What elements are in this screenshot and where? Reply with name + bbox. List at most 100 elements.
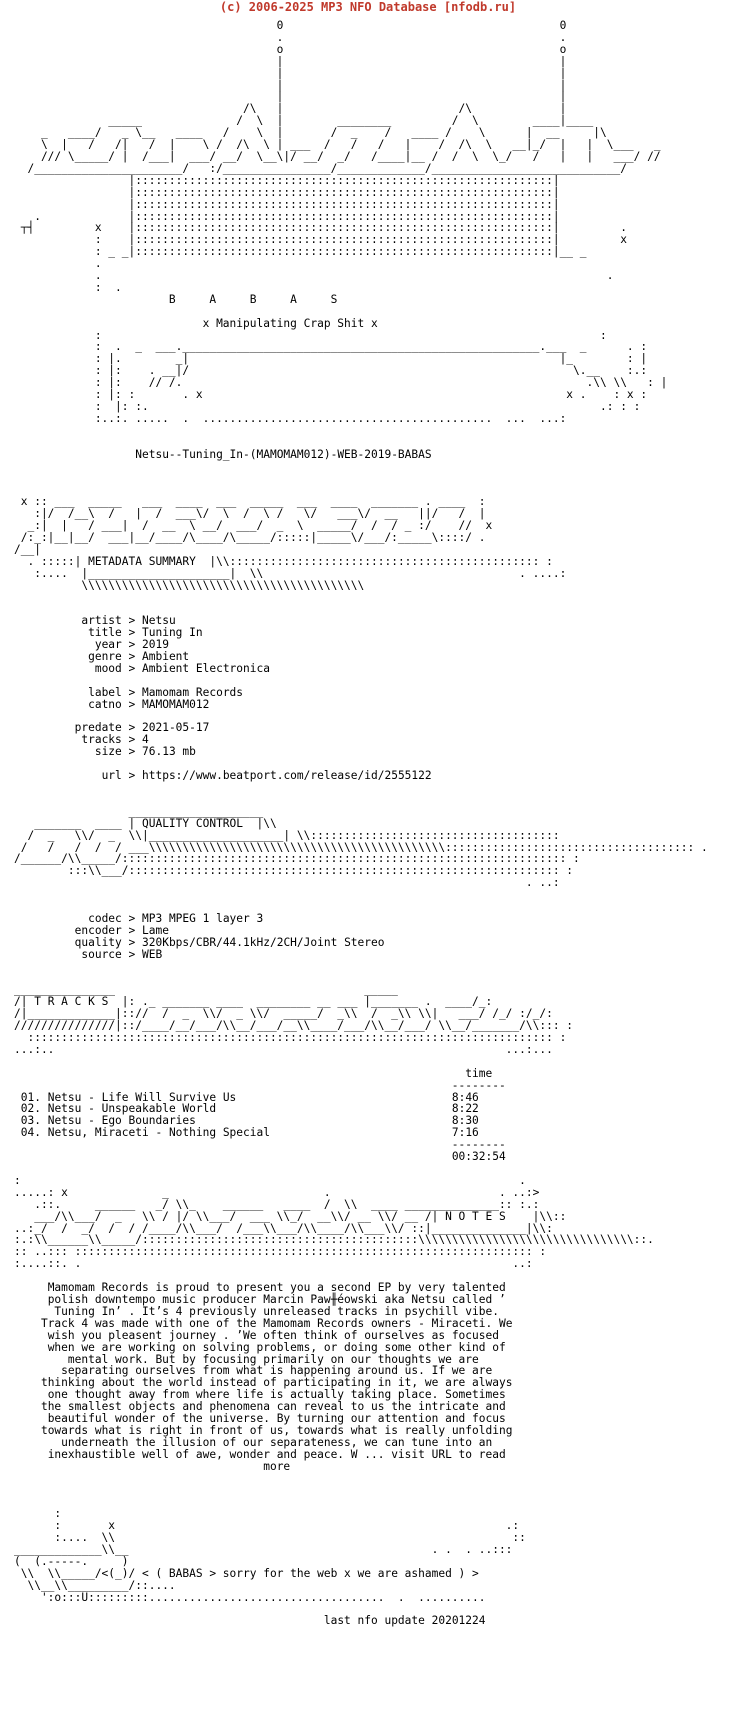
tagline-line: x Manipulating Crap Shit x <box>14 316 708 330</box>
notes-line-text: thinking about the world instead of part… <box>40 1376 513 1390</box>
notes-line: underneath the illusion of our separaten… <box>14 1435 708 1449</box>
notes-line: inexhaustible well of awe, wonder and pe… <box>14 1447 708 1461</box>
track-number: 03. <box>14 1114 41 1128</box>
metadata-value: Ambient <box>142 650 190 664</box>
quality-value: Lame <box>142 923 169 937</box>
notes-line: mental work. But by focusing primarily o… <box>14 1352 708 1366</box>
ascii-banner-art: : : : . _ ___.__________________________… <box>94 328 668 425</box>
metadata-row: title > Tuning In <box>54 626 203 640</box>
release-name: Netsu--Tuning_In-(MAMOMAM012)-WEB-2019-B… <box>135 447 432 461</box>
quality-key: source <box>54 947 122 961</box>
quality-title: QUALITY CONTROL <box>141 816 244 830</box>
metadata-key: size <box>54 745 122 759</box>
quality-row: encoder > Lame <box>54 923 169 937</box>
track-row: 02. Netsu - Unspeakable World 8:22 <box>14 1103 708 1115</box>
tracks-title: T R A C K S <box>34 995 109 1009</box>
metadata-row: url > https://www.beatport.com/release/i… <box>54 769 432 783</box>
track-row: 01. Netsu - Life Will Survive Us 8:46 <box>14 1090 708 1104</box>
notes-line: the smallest objects and phenomena can r… <box>14 1401 708 1413</box>
notes-line: one thought away from where life is actu… <box>14 1389 708 1401</box>
track-name: Netsu - Life Will Survive Us <box>47 1090 237 1104</box>
notes-line: more <box>14 1459 708 1473</box>
notes-line-text: inexhaustible well of awe, wonder and pe… <box>47 1447 506 1461</box>
notes-line: Track 4 was made with one of the Mamomam… <box>14 1316 708 1330</box>
notes-line-text: the smallest objects and phenomena can r… <box>40 1400 506 1414</box>
quality-value: 320Kbps/CBR/44.1kHz/2CH/Joint Stereo <box>142 935 385 949</box>
notes-text: Mamomam Records is proud to present you … <box>14 1282 708 1473</box>
metadata-value: 76.13 mb <box>142 745 196 759</box>
metadata-row: artist > Netsu <box>54 614 176 628</box>
metadata-value: Netsu <box>142 614 176 628</box>
quality-list: codec > MP3 MPEG 1 layer 3 encoder > Lam… <box>14 913 708 961</box>
group-letters-line: B A B A S <box>14 293 708 306</box>
notes-line-text: Tuning In’ . It’s 4 previously unrelease… <box>54 1304 499 1318</box>
metadata-row: genre > Ambient <box>54 650 190 664</box>
notes-line-text: when we are working on solving problems,… <box>47 1340 506 1354</box>
notes-line: when we are working on solving problems,… <box>14 1340 708 1354</box>
notes-line-text: polish downtempo music producer Marcin P… <box>47 1292 506 1306</box>
nfo-body: 0 0 . . o <box>14 19 708 1628</box>
notes-line-text: beautiful wonder of the universe. By tur… <box>47 1412 506 1426</box>
metadata-title-line: . :::::| METADATA SUMMARY |\\:::::::::::… <box>14 554 553 568</box>
metadata-key: tracks <box>54 733 122 747</box>
track-name: Netsu - Unspeakable World <box>47 1102 217 1116</box>
track-row: 04. Netsu, Miraceti - Nothing Special 7:… <box>14 1127 708 1139</box>
metadata-key: predate <box>54 721 122 735</box>
notes-line-text: Track 4 was made with one of the Mamomam… <box>40 1316 513 1330</box>
notes-line-text: more <box>263 1459 291 1473</box>
notes-line: beautiful wonder of the universe. By tur… <box>14 1413 708 1425</box>
metadata-key: url <box>54 769 122 783</box>
track-name: Netsu - Ego Boundaries <box>47 1114 196 1128</box>
tagline: x Manipulating Crap Shit x <box>202 316 378 330</box>
metadata-row: predate > 2021-05-17 <box>54 721 210 735</box>
time-header: time <box>465 1066 493 1080</box>
ascii-logo-art: 0 0 . . o <box>20 19 661 294</box>
notes-line: towards what is right in front of us, to… <box>14 1423 708 1437</box>
track-time: 8:46 <box>451 1090 479 1104</box>
metadata-value: https://www.beatport.com/release/id/2555… <box>142 769 432 783</box>
metadata-value: 2021-05-17 <box>142 721 210 735</box>
quality-value: MP3 MPEG 1 layer 3 <box>142 911 264 925</box>
total-time: 00:32:54 <box>451 1150 506 1164</box>
track-row: 03. Netsu - Ego Boundaries 8:30 <box>14 1115 708 1127</box>
metadata-title: METADATA SUMMARY <box>88 554 196 568</box>
notes-line: Mamomam Records is proud to present you … <box>14 1282 708 1294</box>
notes-line: wish you pleasent journey . ’We often th… <box>14 1328 708 1342</box>
metadata-key: label <box>54 685 122 699</box>
notes-line-text: underneath the illusion of our separaten… <box>61 1435 493 1449</box>
notes-line: thinking about the world instead of part… <box>14 1377 708 1389</box>
track-time: 7:16 <box>451 1126 479 1140</box>
metadata-row: size > 76.13 mb <box>54 745 196 759</box>
metadata-row: catno > MAMOMAM012 <box>54 697 210 711</box>
quality-key: codec <box>54 911 122 925</box>
metadata-value: Ambient Electronica <box>142 661 270 675</box>
notes-line-text: one thought away from where life is actu… <box>47 1388 506 1402</box>
footer-message: < ( BABAS > sorry for the web x we are a… <box>141 1566 479 1580</box>
track-number: 02. <box>14 1102 41 1116</box>
notes-line: polish downtempo music producer Marcin P… <box>14 1294 708 1306</box>
metadata-list: artist > Netsu title > Tuning In year > … <box>14 615 708 782</box>
metadata-value: Tuning In <box>142 626 203 640</box>
metadata-key: year <box>54 638 122 652</box>
notes-line-text: towards what is right in front of us, to… <box>40 1423 513 1437</box>
metadata-row: tracks > 4 <box>54 733 149 747</box>
quality-key: quality <box>54 935 122 949</box>
notes-line-text: Mamomam Records is proud to present you … <box>47 1281 506 1295</box>
track-name: Netsu, Miraceti - Nothing Special <box>47 1126 270 1140</box>
metadata-value: 2019 <box>142 638 169 652</box>
quality-row: source > WEB <box>54 947 163 961</box>
track-time: 8:30 <box>451 1114 479 1128</box>
quality-row: quality > 320Kbps/CBR/44.1kHz/2CH/Joint … <box>54 935 385 949</box>
track-number: 01. <box>14 1090 41 1104</box>
track-time: 8:22 <box>451 1102 479 1116</box>
metadata-value: MAMOMAM012 <box>142 697 210 711</box>
notes-line-text: mental work. But by focusing primarily o… <box>67 1352 479 1366</box>
metadata-key: title <box>54 626 122 640</box>
track-number: 04. <box>14 1126 41 1140</box>
release-name-line: Netsu--Tuning_In-(MAMOMAM012)-WEB-2019-B… <box>14 447 708 461</box>
quality-value: WEB <box>142 947 163 961</box>
metadata-key: catno <box>54 697 122 711</box>
notes-line-text: wish you pleasent journey . ’We often th… <box>47 1328 499 1342</box>
metadata-value: Mamomam Records <box>142 685 244 699</box>
notes-line: Tuning In’ . It’s 4 previously unrelease… <box>14 1304 708 1318</box>
